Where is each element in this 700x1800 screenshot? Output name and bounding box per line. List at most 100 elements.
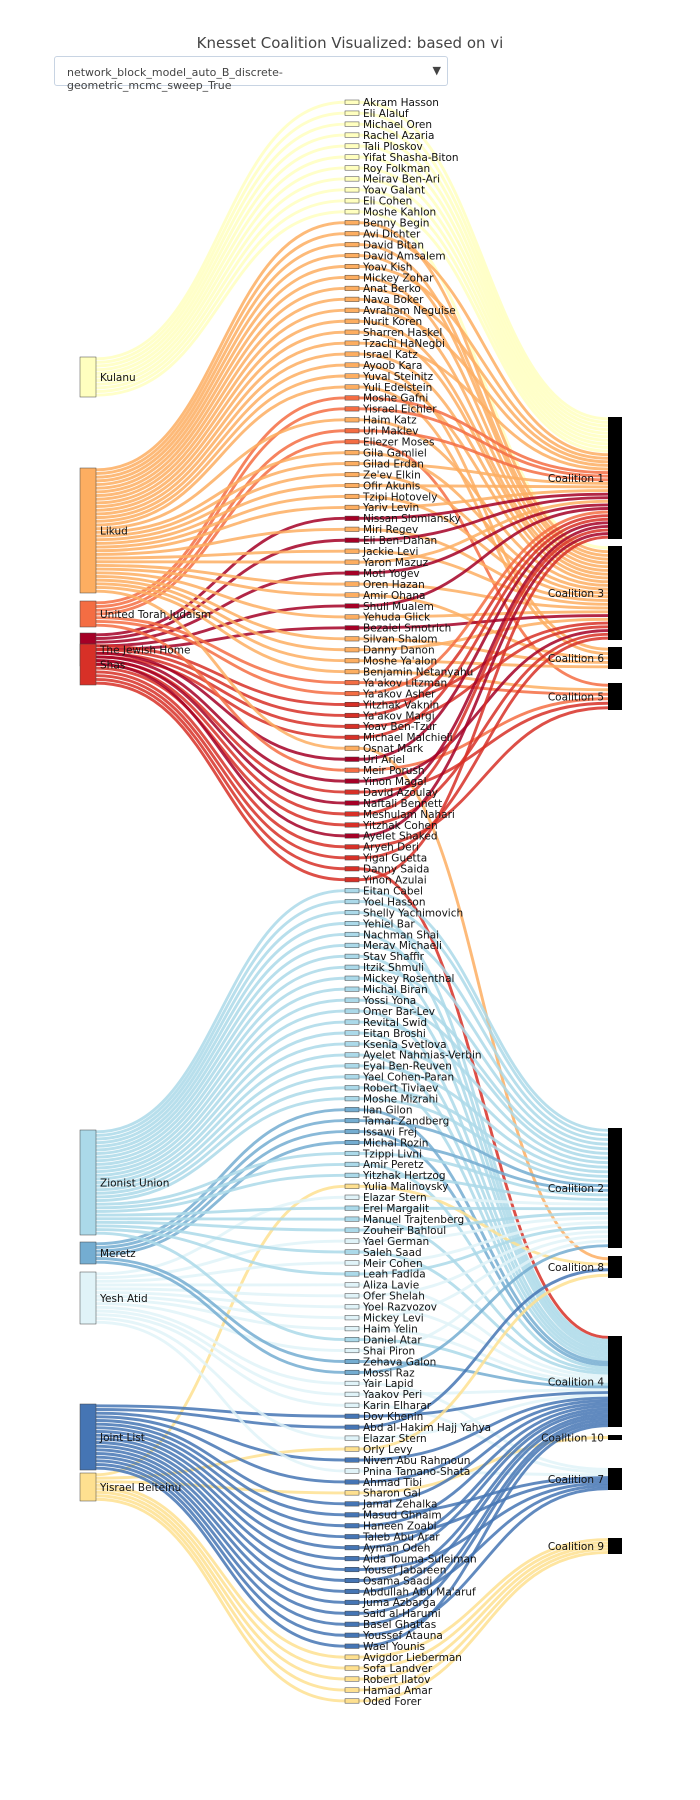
member-node[interactable] (344, 274, 360, 280)
link-member-coalition[interactable] (358, 1550, 609, 1703)
link-party-member[interactable] (95, 623, 346, 772)
link-party-member[interactable] (95, 1287, 346, 1298)
link-party-member[interactable] (95, 505, 346, 553)
link-member-coalition[interactable] (358, 1538, 609, 1659)
link-party-member[interactable] (95, 374, 346, 523)
link-party-member[interactable] (95, 571, 346, 619)
member-node[interactable] (344, 1402, 360, 1408)
link-member-coalition[interactable] (358, 177, 609, 446)
link-member-coalition[interactable] (358, 510, 609, 695)
link-member-coalition[interactable] (358, 1305, 609, 1381)
link-party-member[interactable] (95, 1195, 346, 1276)
link-party-member[interactable] (95, 922, 346, 1145)
member-node[interactable] (344, 1063, 360, 1069)
link-member-coalition[interactable] (358, 1239, 609, 1352)
coalition-node-coalition-9[interactable] (608, 1538, 622, 1554)
link-member-coalition[interactable] (358, 1399, 609, 1484)
link-member-coalition[interactable] (358, 1418, 609, 1615)
party-node-yisrael-beiteinu[interactable] (79, 1472, 97, 1502)
member-node[interactable] (344, 253, 360, 259)
party-node-united-torah-judaism[interactable] (79, 600, 97, 628)
link-member-coalition[interactable] (358, 188, 609, 449)
link-party-member[interactable] (95, 644, 346, 706)
link-party-member[interactable] (95, 1430, 346, 1539)
member-node[interactable] (344, 570, 360, 576)
link-party-member[interactable] (95, 473, 346, 542)
link-member-coalition[interactable] (358, 514, 609, 717)
member-node[interactable] (344, 1665, 360, 1671)
member-node[interactable] (344, 1008, 360, 1014)
link-member-coalition[interactable] (358, 1086, 609, 1178)
link-party-member[interactable] (95, 1313, 346, 1407)
link-member-coalition[interactable] (358, 1478, 609, 1539)
link-member-coalition[interactable] (358, 1195, 609, 1206)
member-node[interactable] (344, 581, 360, 587)
link-party-member[interactable] (95, 582, 346, 663)
member-node[interactable] (344, 1107, 360, 1113)
member-node[interactable] (344, 1183, 360, 1189)
link-member-coalition[interactable] (358, 1393, 609, 1440)
link-member-coalition[interactable] (358, 1381, 609, 1471)
link-party-member[interactable] (95, 451, 346, 534)
link-party-member[interactable] (95, 1141, 346, 1257)
link-member-coalition[interactable] (358, 286, 609, 464)
member-node[interactable] (344, 778, 360, 784)
party-node-yesh-atid[interactable] (79, 1271, 97, 1325)
member-node[interactable] (344, 636, 360, 642)
link-party-member[interactable] (95, 1053, 346, 1188)
link-member-coalition[interactable] (358, 1487, 609, 1637)
member-node[interactable] (344, 756, 360, 762)
member-node[interactable] (344, 603, 360, 609)
member-node[interactable] (344, 461, 360, 467)
member-node[interactable] (344, 1676, 360, 1682)
member-node[interactable] (344, 855, 360, 861)
coalition-node-coalition-10[interactable] (608, 1435, 622, 1440)
member-node[interactable] (344, 526, 360, 532)
member-node[interactable] (344, 614, 360, 620)
member-node[interactable] (344, 1643, 360, 1649)
link-member-coalition[interactable] (358, 462, 609, 485)
member-node[interactable] (344, 1599, 360, 1605)
link-party-member[interactable] (95, 563, 346, 586)
link-member-coalition[interactable] (358, 1547, 609, 1692)
member-node[interactable] (344, 1260, 360, 1266)
member-node[interactable] (344, 1282, 360, 1288)
member-node[interactable] (344, 1490, 360, 1496)
link-party-member[interactable] (95, 1130, 346, 1253)
link-member-coalition[interactable] (358, 614, 609, 630)
member-node[interactable] (344, 154, 360, 160)
link-party-member[interactable] (95, 1459, 346, 1626)
member-node[interactable] (344, 1129, 360, 1135)
link-member-coalition[interactable] (358, 1097, 609, 1183)
member-node[interactable] (344, 1074, 360, 1080)
party-node-zionist-union[interactable] (79, 1129, 97, 1236)
link-member-coalition[interactable] (358, 1064, 609, 1174)
member-node[interactable] (344, 844, 360, 850)
link-member-coalition[interactable] (358, 489, 609, 509)
member-node[interactable] (344, 198, 360, 204)
link-party-member[interactable] (95, 1411, 346, 1462)
member-node[interactable] (344, 417, 360, 423)
member-node[interactable] (344, 647, 360, 653)
link-party-member[interactable] (95, 976, 346, 1163)
member-node[interactable] (344, 921, 360, 926)
link-party-member[interactable] (95, 1239, 346, 1280)
link-member-coalition[interactable] (358, 1273, 609, 1451)
link-party-member[interactable] (95, 1173, 346, 1213)
link-member-coalition[interactable] (358, 473, 609, 595)
member-node[interactable] (344, 143, 360, 149)
member-node[interactable] (344, 680, 360, 686)
link-member-coalition[interactable] (358, 1130, 609, 1367)
member-node[interactable] (344, 1621, 360, 1627)
link-party-member[interactable] (95, 265, 346, 486)
link-member-coalition[interactable] (358, 549, 609, 606)
link-member-coalition[interactable] (358, 521, 609, 761)
link-party-member[interactable] (95, 1305, 346, 1385)
party-node-likud[interactable] (79, 467, 97, 594)
link-party-member[interactable] (95, 1437, 346, 1561)
link-party-member[interactable] (95, 1224, 346, 1254)
member-node[interactable] (344, 515, 360, 521)
link-party-member[interactable] (95, 889, 346, 1134)
link-member-coalition[interactable] (358, 535, 609, 882)
link-party-member[interactable] (95, 619, 346, 695)
